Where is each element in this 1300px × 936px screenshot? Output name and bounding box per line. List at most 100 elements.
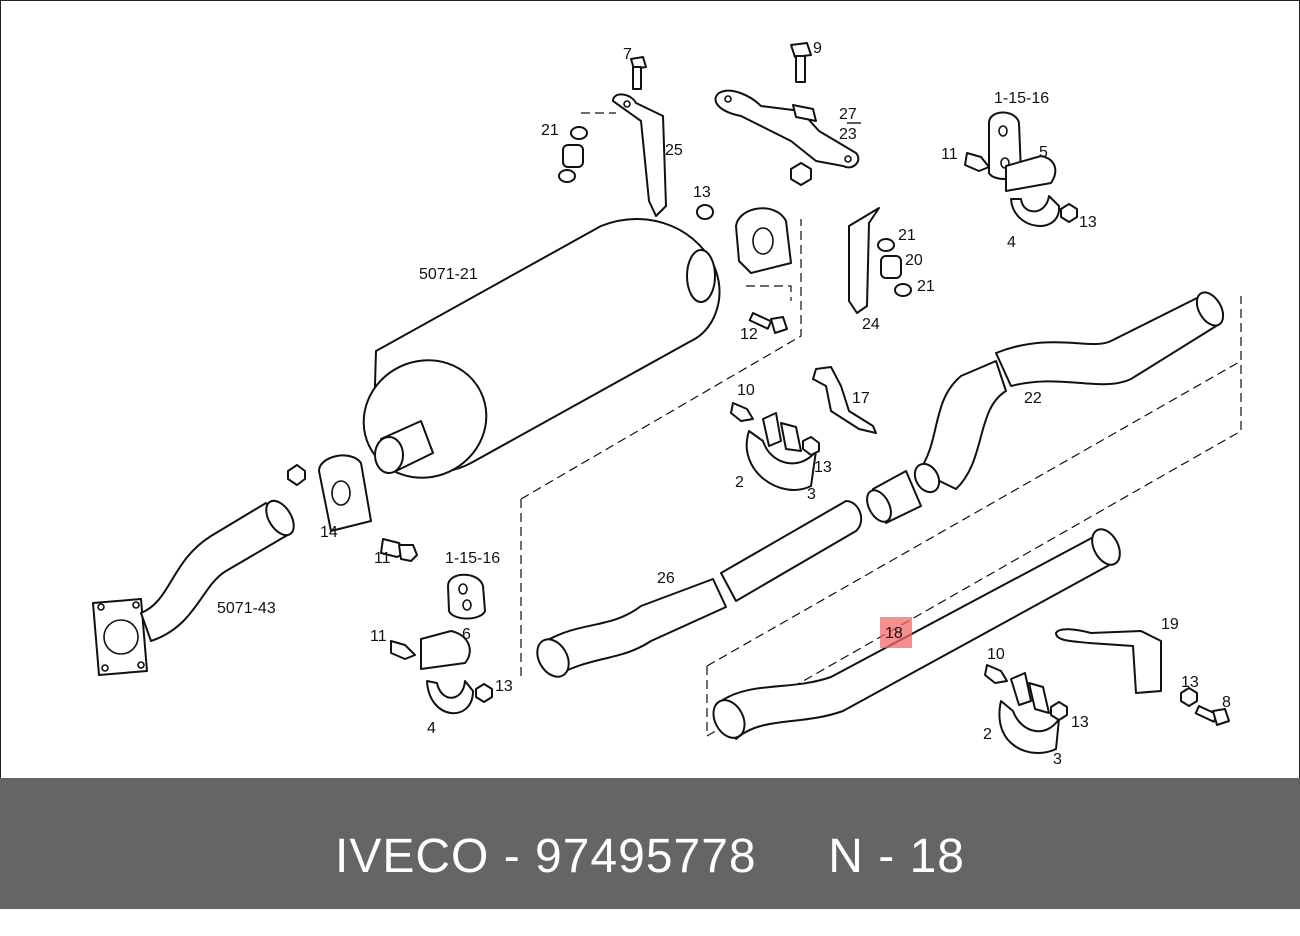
flange-bolt-hole <box>132 601 140 609</box>
pipe-22-lower-bend <box>918 360 1007 490</box>
dashed-frame-rear-top <box>706 360 1242 667</box>
hanger-hole <box>998 125 1008 137</box>
pipe-26-straight <box>720 500 863 602</box>
nut-icon <box>802 436 820 456</box>
bolt-head-icon <box>984 664 1008 684</box>
clamp-5-4[interactable] <box>1005 155 1061 227</box>
clamp-6-4[interactable] <box>420 630 493 715</box>
pipe-22-upper-section <box>995 295 1222 387</box>
clamp-2-3-middle[interactable] <box>730 402 820 491</box>
bracket-19[interactable] <box>1055 628 1162 694</box>
bolt-shank <box>964 152 990 172</box>
nut-icon <box>1060 203 1078 223</box>
callout-19: 19 <box>1161 616 1179 633</box>
hanger-hole <box>462 599 472 611</box>
callout-11: 11 <box>374 550 391 567</box>
highlight-marker <box>880 617 912 648</box>
dashed-frame-rear <box>706 296 1242 738</box>
callout-13: 13 <box>1071 714 1089 731</box>
bolt-shank <box>795 55 806 83</box>
clamp-lug <box>780 422 802 452</box>
bolt-11-left[interactable] <box>380 538 418 562</box>
rubber-mount-upper[interactable] <box>696 204 792 274</box>
bracket-plate <box>848 207 880 314</box>
front-pipe[interactable] <box>92 496 299 676</box>
caption-bar: IVECO - 97495778 N - 18 <box>0 778 1300 909</box>
bolt-head-icon <box>398 544 418 562</box>
clamp-strap <box>1010 195 1061 227</box>
muffler[interactable] <box>344 217 721 498</box>
bracket-25[interactable] <box>612 93 667 217</box>
callout-13: 13 <box>814 459 832 476</box>
part-number: 97495778 <box>535 830 757 883</box>
callout-22: 22 <box>1024 390 1042 407</box>
clamp-bracket <box>420 630 471 670</box>
callout-26: 26 <box>657 570 675 587</box>
front-pipe-end <box>265 499 295 537</box>
washer-icon <box>558 169 576 183</box>
pipe-22[interactable] <box>910 288 1229 497</box>
callout-5071-43: 5071-43 <box>217 600 276 617</box>
bolt-shank <box>748 312 773 330</box>
callout-2: 2 <box>983 726 992 743</box>
callout-13: 13 <box>693 184 711 201</box>
callout-12: 12 <box>740 326 758 343</box>
callout-1-15-16: 1-15-16 <box>994 90 1049 107</box>
callout-5071-21: 5071-21 <box>419 266 478 283</box>
callout-9: 9 <box>813 40 822 57</box>
bolt-head-icon <box>790 42 812 58</box>
pipe-18[interactable] <box>707 525 1125 744</box>
flange-bolt-hole <box>97 603 105 611</box>
clamp-strap <box>745 430 817 491</box>
bolt-11-lower[interactable] <box>390 640 416 660</box>
bolt-7[interactable] <box>630 56 647 90</box>
bracket-24[interactable] <box>848 207 912 314</box>
pipe-18-inlet <box>712 699 746 739</box>
mount-hole <box>331 480 351 506</box>
bolt-11-upper[interactable] <box>964 152 990 172</box>
clamp-strap <box>426 680 474 715</box>
rubber-bush <box>562 144 584 168</box>
sleeve-connector[interactable] <box>862 470 922 526</box>
callout-3: 3 <box>807 486 816 503</box>
rubber-mount-14[interactable] <box>287 454 372 532</box>
muffler-inlet-end <box>374 436 404 474</box>
bracket-plate <box>612 93 667 217</box>
callout-6: 6 <box>462 626 471 643</box>
callout-27: 27 <box>839 106 857 123</box>
callout-1-15-16: 1-15-16 <box>445 550 500 567</box>
bolt-9[interactable] <box>790 42 812 83</box>
callout-11: 11 <box>370 628 387 645</box>
callout-4: 4 <box>1007 234 1016 251</box>
callout-18-highlighted[interactable]: 18 <box>885 625 903 642</box>
page: 7 9 21 25 27 23 1-15-16 11 5 13 13 4 507… <box>0 0 1300 909</box>
bracket-tab <box>792 104 817 122</box>
sleeve-end <box>866 489 892 523</box>
position-label: N - 18 <box>828 830 965 883</box>
callout-10: 10 <box>737 382 755 399</box>
bracket-27-23[interactable] <box>714 89 860 169</box>
pipe-26[interactable] <box>531 500 863 682</box>
bolt-8[interactable] <box>1180 687 1230 726</box>
clamp-2-3-lower[interactable] <box>984 664 1068 754</box>
callout-21: 21 <box>541 122 559 139</box>
bracket-hole <box>724 95 732 103</box>
pipe-18-outlet <box>1091 528 1121 566</box>
flange-bore <box>103 619 139 655</box>
nut-icon <box>475 683 493 703</box>
exhaust-parts-diagram: 7 9 21 25 27 23 1-15-16 11 5 13 13 4 507… <box>0 0 1300 778</box>
dashed-frame-muffler <box>520 219 802 500</box>
nut-icon <box>1180 687 1198 707</box>
muffler-outlet <box>686 249 716 303</box>
washer-icon <box>570 126 588 140</box>
mount-stack-21-upper[interactable] <box>558 126 588 183</box>
bolt-12[interactable] <box>748 312 788 334</box>
bracket-17[interactable] <box>812 366 877 434</box>
callout-3: 3 <box>1053 751 1062 768</box>
callout-23: 23 <box>839 126 857 143</box>
callout-13: 13 <box>1181 674 1199 691</box>
pipe-22-inlet <box>913 462 941 494</box>
front-pipe-body <box>140 502 292 642</box>
callout-21: 21 <box>898 227 916 244</box>
hanger-1-15-16-lower[interactable] <box>447 573 486 620</box>
